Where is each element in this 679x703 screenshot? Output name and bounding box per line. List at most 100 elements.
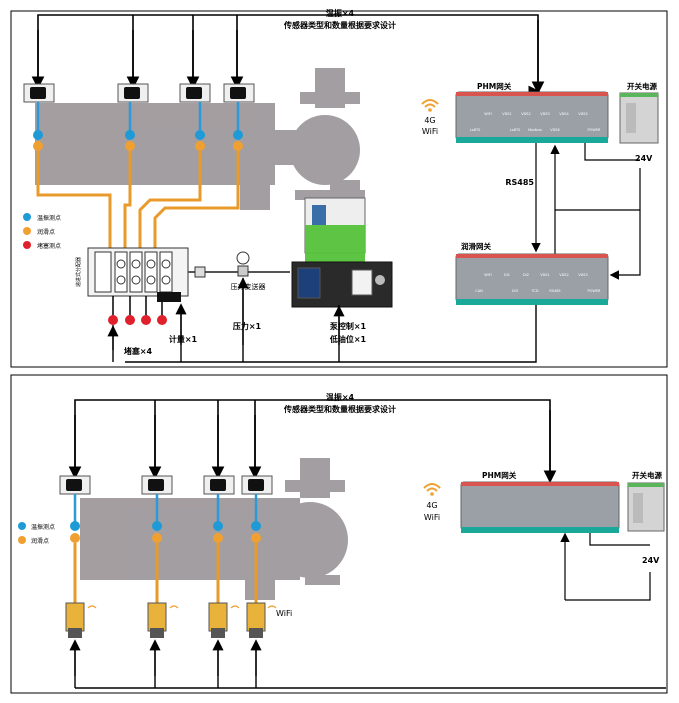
lube-pump <box>291 197 393 308</box>
power-voltage-bottom: 24V <box>642 556 660 565</box>
lubricator-icon <box>147 602 167 638</box>
bottom-measure-points <box>70 494 261 603</box>
wireless-4g-icon <box>421 99 439 112</box>
legend-label: 堵塞测点 <box>37 242 61 250</box>
power-supply-device <box>619 92 659 144</box>
pressure-transmitter-label: 压力变送器 <box>231 282 266 291</box>
temp-vib-point <box>70 521 80 531</box>
lube-point <box>70 533 80 543</box>
power-supply-device-bottom <box>627 482 665 532</box>
power-supply-title-bottom: 开关电源 <box>632 470 662 480</box>
bottom-bottom-arrows <box>69 639 262 676</box>
lube-point <box>213 533 223 543</box>
lube-point <box>233 141 243 151</box>
temp-vib-point <box>125 130 135 140</box>
label-meter: 计量×1 <box>169 334 198 344</box>
label-pump-control: 泵控制×1 <box>330 321 367 331</box>
wireless-wifi-label: WiFi <box>424 513 440 522</box>
temp-vib-point <box>213 521 223 531</box>
lube-gateway-device <box>455 253 609 305</box>
top-bus-arrows <box>31 20 545 95</box>
legend-red-dot <box>23 241 31 249</box>
distributor-label: 递进式分配器 <box>75 257 82 287</box>
phm-gateway-device <box>455 91 609 143</box>
wifi-signal-icon <box>87 605 277 609</box>
port-label: VDS3 <box>578 273 588 277</box>
phm-gateway-device-bottom <box>460 481 620 533</box>
legend-orange-dot <box>18 536 26 544</box>
port-label: VDS2 <box>521 112 531 116</box>
lube-point <box>33 141 43 151</box>
blockage-points <box>108 292 181 325</box>
vibration-sensor-icon <box>23 83 55 103</box>
top-legend: 温振测点 润滑点 堵塞测点 <box>23 213 61 250</box>
top-measure-points <box>33 102 243 151</box>
lube-point <box>125 141 135 151</box>
lubricator-icon <box>246 602 266 638</box>
label-blockage: 堵塞×4 <box>124 346 153 356</box>
port-label: POWER <box>588 128 602 132</box>
blockage-point <box>108 315 118 325</box>
port-label: RS485 <box>549 289 560 293</box>
temp-vib-point <box>195 130 205 140</box>
progressive-distributor: 递进式分配器 <box>75 247 189 297</box>
bottom-panel: 温振×4 传感器类型和数量根据要求设计 <box>10 374 668 694</box>
port-label: VDS1 <box>502 112 512 116</box>
wireless-4g-icon-bottom <box>423 483 441 496</box>
lube-port-labels: WIFI DI1 DI2 VDS1 VDS2 VDS3 CAN DI3 TCD … <box>475 273 601 293</box>
vibration-sensor-icon <box>59 475 91 495</box>
blockage-point <box>141 315 151 325</box>
phm-gateway-title: PHM网关 <box>477 81 512 91</box>
vibration-sensor-icon <box>203 475 235 495</box>
legend-label: 润滑点 <box>31 537 49 545</box>
port-label: TCD <box>530 289 538 293</box>
port-label: DI3 <box>512 289 518 293</box>
legend-label: 温振测点 <box>37 214 61 222</box>
label-pressure: 压力×1 <box>233 321 262 331</box>
port-label: VDS5 <box>578 112 588 116</box>
vibration-sensor-icon <box>141 475 173 495</box>
legend-blue-dot <box>18 522 26 530</box>
label-low-oil: 低油位×1 <box>329 334 367 344</box>
legend-orange-dot <box>23 227 31 235</box>
temp-vib-point <box>251 521 261 531</box>
port-label: WIFI <box>484 273 492 277</box>
legend-label: 温振测点 <box>31 523 55 531</box>
port-label: VDS4 <box>559 112 569 116</box>
legend-label: 润滑点 <box>37 228 55 236</box>
vibration-sensor-icon <box>223 83 255 103</box>
port-label: Lo8T0 <box>470 128 481 132</box>
temp-vib-point <box>233 130 243 140</box>
port-label: DI2 <box>523 273 529 277</box>
wireless-lubricators <box>65 602 277 638</box>
vibration-sensor-icon <box>179 83 211 103</box>
blockage-point <box>157 315 167 325</box>
bottom-sensors <box>59 475 273 495</box>
port-label: VDS6 <box>550 128 560 132</box>
bottom-top-arrows <box>68 410 557 484</box>
top-sensors <box>23 83 255 103</box>
lube-point <box>195 141 205 151</box>
port-label: VDS1 <box>540 273 550 277</box>
port-label: WIFI <box>484 112 492 116</box>
lube-point <box>251 533 261 543</box>
lubricator-icon <box>208 602 228 638</box>
power-supply-title: 开关电源 <box>627 81 657 91</box>
bottom-wifi-label: WiFi <box>276 609 292 618</box>
port-label: VDS2 <box>559 273 569 277</box>
phm-gateway-title-bottom: PHM网关 <box>482 470 517 480</box>
temp-vib-point <box>33 130 43 140</box>
port-label: POWER <box>588 289 602 293</box>
temp-vib-point <box>152 521 162 531</box>
lube-gateway-title: 润滑网关 <box>461 241 491 251</box>
power-voltage: 24V <box>635 154 653 163</box>
bottom-device-links <box>560 532 651 601</box>
vibration-sensor-icon <box>117 83 149 103</box>
pump-silhouette-bottom <box>80 458 348 600</box>
port-label: Modbus <box>528 128 542 132</box>
top-panel: 温振×4 传感器类型和数量根据要求设计 <box>10 8 668 368</box>
bottom-header-note: 传感器类型和数量根据要求设计 <box>283 404 396 414</box>
pump-silhouette-top <box>35 68 365 210</box>
wireless-4g-label: 4G <box>426 501 437 510</box>
